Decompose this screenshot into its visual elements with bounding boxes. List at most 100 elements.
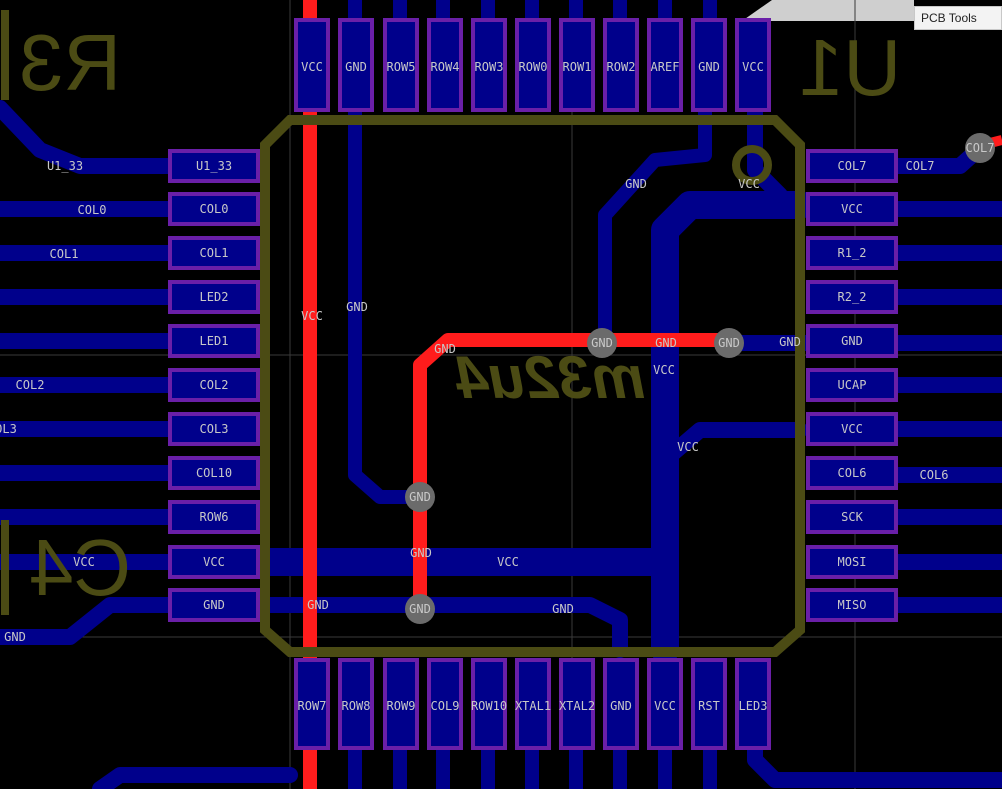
via-col7[interactable]: COL7: [965, 133, 995, 163]
net-label: VCC: [653, 363, 675, 377]
via-gnd[interactable]: GND: [405, 482, 435, 512]
pad[interactable]: R2_2: [806, 280, 898, 314]
pad-label: COL1: [200, 246, 229, 260]
pad[interactable]: GND: [603, 658, 639, 750]
pad[interactable]: LED3: [735, 658, 771, 750]
pad[interactable]: ROW9: [383, 658, 419, 750]
pad-label: COL10: [196, 466, 232, 480]
pad[interactable]: COL2: [168, 368, 260, 402]
net-label: VCC: [738, 177, 760, 191]
pad[interactable]: VCC: [647, 658, 683, 750]
pad[interactable]: COL9: [427, 658, 463, 750]
net-label: GND: [434, 342, 456, 356]
pad[interactable]: XTAL2: [559, 658, 595, 750]
component-value: m32u4: [455, 344, 645, 411]
component-outline: [260, 115, 805, 657]
pad[interactable]: VCC: [294, 18, 330, 112]
pad[interactable]: ROW2: [603, 18, 639, 112]
pad[interactable]: LED1: [168, 324, 260, 358]
net-label: VCC: [497, 555, 519, 569]
pad-label: COL6: [838, 466, 867, 480]
pad-label: LED1: [200, 334, 229, 348]
pad[interactable]: VCC: [806, 412, 898, 446]
net-label: GND: [410, 546, 432, 560]
pad[interactable]: ROW10: [471, 658, 507, 750]
pad[interactable]: GND: [691, 18, 727, 112]
net-label: GND: [779, 335, 801, 349]
pad-label: ROW7: [298, 699, 327, 713]
pin1-marker: [732, 145, 772, 185]
pad[interactable]: SCK: [806, 500, 898, 534]
pad-label: LED3: [739, 699, 768, 713]
pad-label: GND: [841, 334, 863, 348]
pad-label: R2_2: [838, 290, 867, 304]
pad-label: VCC: [654, 699, 676, 713]
pad[interactable]: ROW7: [294, 658, 330, 750]
pad[interactable]: GND: [806, 324, 898, 358]
pad[interactable]: XTAL1: [515, 658, 551, 750]
silk-ref-c4: C4: [29, 523, 131, 612]
svg-text:GND: GND: [409, 490, 431, 504]
pad-label: ROW3: [475, 60, 504, 74]
pad-label: UCAP: [838, 378, 867, 392]
pad[interactable]: MISO: [806, 588, 898, 622]
pad-label: VCC: [301, 60, 323, 74]
pad[interactable]: RST: [691, 658, 727, 750]
pad[interactable]: ROW1: [559, 18, 595, 112]
via-gnd[interactable]: GND: [714, 328, 744, 358]
pad-label: ROW6: [200, 510, 229, 524]
net-label: COL1: [50, 247, 79, 261]
pad[interactable]: MOSI: [806, 545, 898, 579]
net-labels: U1_33 COL0 COL1 COL2 OL3 VCC GND VCC GND…: [0, 159, 948, 644]
pad-label: ROW8: [342, 699, 371, 713]
pad[interactable]: ROW4: [427, 18, 463, 112]
pad[interactable]: VCC: [806, 192, 898, 226]
net-label: OL3: [0, 422, 17, 436]
pad[interactable]: R1_2: [806, 236, 898, 270]
pad-label: COL7: [838, 159, 867, 173]
pad[interactable]: GND: [338, 18, 374, 112]
pad-label: ROW2: [607, 60, 636, 74]
pad-label: AREF: [651, 60, 680, 74]
pad-label: GND: [698, 60, 720, 74]
pad[interactable]: COL1: [168, 236, 260, 270]
pad[interactable]: AREF: [647, 18, 683, 112]
pad[interactable]: ROW3: [471, 18, 507, 112]
via-gnd[interactable]: GND: [405, 594, 435, 624]
net-label: GND: [307, 598, 329, 612]
pad[interactable]: COL3: [168, 412, 260, 446]
pad-label: ROW4: [431, 60, 460, 74]
via-gnd[interactable]: GND: [587, 328, 617, 358]
net-label: GND: [346, 300, 368, 314]
pad-label: XTAL2: [559, 699, 595, 713]
toolbar-tab: [742, 0, 914, 21]
pad-label: R1_2: [838, 246, 867, 260]
pad[interactable]: UCAP: [806, 368, 898, 402]
pad[interactable]: ROW5: [383, 18, 419, 112]
pad[interactable]: ROW6: [168, 500, 260, 534]
pad[interactable]: GND: [168, 588, 260, 622]
pads-top: VCC GND ROW5 ROW4 ROW3 ROW0 ROW1 ROW2 AREF GND VCC: [294, 18, 771, 112]
pad[interactable]: U1_33: [168, 149, 260, 183]
pad[interactable]: ROW8: [338, 658, 374, 750]
pad-label: SCK: [841, 510, 863, 524]
pad-label: GND: [203, 598, 225, 612]
pad-label: ROW5: [387, 60, 416, 74]
net-label: GND: [655, 336, 677, 350]
pad[interactable]: VCC: [168, 545, 260, 579]
pad[interactable]: COL6: [806, 456, 898, 490]
pad[interactable]: VCC: [735, 18, 771, 112]
pad[interactable]: ROW0: [515, 18, 551, 112]
pad-label: VCC: [841, 202, 863, 216]
pad[interactable]: COL7: [806, 149, 898, 183]
pads-left: U1_33COL0COL1LED2LED1COL2COL3COL10ROW6VC…: [168, 149, 260, 622]
pad-label: ROW0: [519, 60, 548, 74]
pad[interactable]: LED2: [168, 280, 260, 314]
pad-label: COL3: [200, 422, 229, 436]
pad[interactable]: COL0: [168, 192, 260, 226]
pad-label: U1_33: [196, 159, 232, 173]
pad[interactable]: COL10: [168, 456, 260, 490]
pad-label: RST: [698, 699, 720, 713]
